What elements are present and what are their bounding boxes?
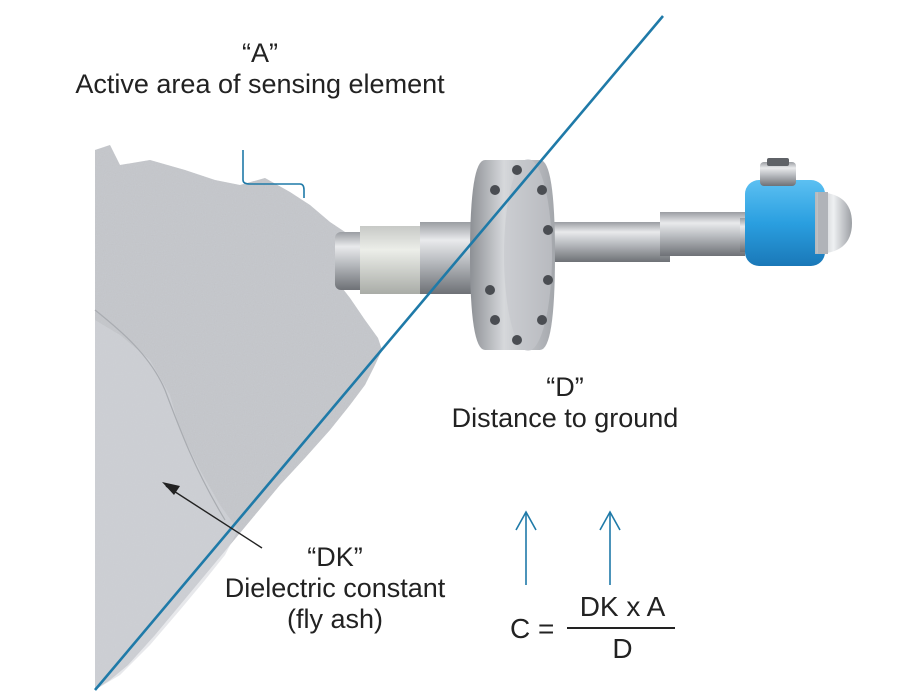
dielectric-pointer-arrow xyxy=(162,482,263,549)
probe-extension xyxy=(660,212,745,256)
active-area-symbol: “A” xyxy=(242,38,278,68)
formula-numerator: DK x A xyxy=(579,591,666,622)
formula-arrow-left xyxy=(515,510,537,585)
distance-label: “D” Distance to ground xyxy=(420,372,710,434)
dielectric-label: “DK” Dielectric constant (fly ash) xyxy=(200,542,470,635)
distance-description: Distance to ground xyxy=(451,403,679,434)
formula-lhs: C = xyxy=(510,613,555,644)
formula-denominator: D xyxy=(612,633,633,664)
transmitter-housing xyxy=(745,158,852,266)
dielectric-description: Dielectric constant xyxy=(224,573,446,604)
dielectric-note: (fly ash) xyxy=(286,604,384,635)
ceramic-insulator xyxy=(360,226,422,294)
distance-symbol: “D” xyxy=(546,372,584,402)
active-area-description: Active area of sensing element xyxy=(75,69,445,100)
capacitance-formula: C = DK x A D xyxy=(505,591,685,675)
probe-assembly xyxy=(335,158,852,351)
dielectric-symbol: “DK” xyxy=(307,542,363,572)
formula-arrow-right xyxy=(599,510,621,585)
ground-reference-line xyxy=(94,15,664,691)
active-area-bracket xyxy=(242,150,305,198)
mounting-flange xyxy=(470,159,555,351)
formula-fraction-bar xyxy=(567,627,675,629)
active-area-label: “A” Active area of sensing element xyxy=(60,38,460,100)
probe-tip xyxy=(335,232,367,290)
fly-ash-deposit xyxy=(94,145,382,690)
